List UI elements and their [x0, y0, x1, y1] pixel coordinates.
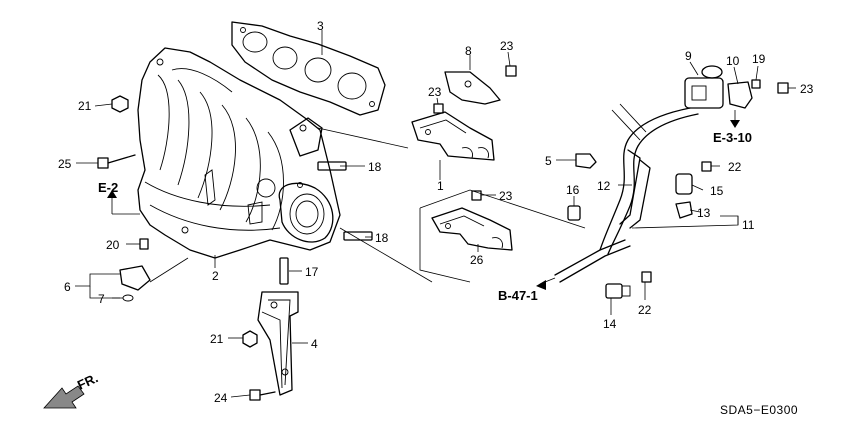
stud-17	[279, 257, 289, 285]
callout-18-lower: 18	[375, 231, 389, 245]
callout-15: 15	[710, 184, 724, 198]
clamp-13	[675, 201, 693, 219]
callout-24: 24	[214, 391, 228, 405]
bolt-23b	[505, 65, 517, 77]
bolt-19	[751, 79, 761, 89]
vacuum-hose-11	[554, 149, 651, 283]
callout-12: 12	[597, 179, 611, 193]
callout-8: 8	[465, 44, 472, 58]
bolt-22a	[701, 161, 712, 172]
callout-18-upper: 18	[368, 160, 382, 174]
callout-11: 11	[742, 218, 755, 232]
stud-18b	[343, 231, 373, 241]
manifold-gasket	[231, 21, 386, 116]
solenoid-valve	[684, 65, 724, 109]
callout-2: 2	[212, 269, 219, 283]
bolt-23c	[471, 190, 482, 201]
nut-21b	[242, 330, 258, 348]
callout-7: 7	[98, 292, 105, 306]
manifold-stay	[257, 291, 299, 396]
intake-manifold	[137, 47, 341, 259]
drawing-code: SDA5−E0300	[720, 403, 798, 417]
bolt-20	[139, 238, 149, 250]
callout-5: 5	[545, 154, 552, 168]
callout-26: 26	[470, 253, 484, 267]
callout-4: 4	[311, 337, 318, 351]
nut-21a	[111, 95, 129, 113]
fitting-16	[567, 205, 581, 221]
callout-6: 6	[64, 280, 71, 294]
leader-lines	[75, 30, 796, 398]
bracket-1	[411, 111, 495, 161]
front-direction-arrow: FR.	[43, 370, 100, 409]
callout-16: 16	[566, 183, 580, 197]
ref-e-3-10: E-3-10	[713, 130, 752, 145]
bolt-25	[97, 154, 136, 169]
arrow-b-47-1	[536, 280, 546, 290]
bracket-26	[431, 207, 513, 251]
callout-23-top: 23	[500, 39, 514, 53]
callout-10: 10	[726, 54, 740, 68]
callout-9: 9	[685, 49, 692, 63]
breather-14	[605, 283, 631, 299]
callout-numbers: 3 21 25 8 23 23 1 23 26 5 16 12 9 10 19 …	[58, 19, 814, 405]
callout-25: 25	[58, 157, 72, 171]
callout-22-upper: 22	[728, 160, 742, 174]
bolt-24	[249, 389, 276, 401]
callout-3: 3	[317, 19, 324, 33]
callout-13: 13	[697, 206, 711, 220]
ref-b-47-1: B-47-1	[498, 288, 538, 303]
callout-21-upper: 21	[78, 99, 92, 113]
callout-17: 17	[305, 265, 319, 279]
callout-20: 20	[106, 238, 120, 252]
callout-23-mid: 23	[499, 189, 513, 203]
callout-1: 1	[437, 179, 444, 193]
connector-15	[675, 173, 693, 195]
callout-22-lower: 22	[638, 303, 652, 317]
front-direction-label: FR.	[75, 370, 100, 392]
bracket-8	[444, 71, 501, 105]
valve-holder	[727, 81, 753, 109]
arrow-e-3-10	[730, 110, 740, 128]
bolt-23d	[777, 82, 789, 94]
arrow-e-2	[107, 190, 140, 215]
bolt-23a	[433, 103, 444, 114]
bolt-22b	[641, 271, 652, 283]
ref-e-2: E-2	[98, 180, 118, 195]
callout-19: 19	[752, 52, 766, 66]
callout-23-left: 23	[428, 85, 442, 99]
hose-clip-5	[575, 153, 597, 169]
callout-23-right: 23	[800, 82, 814, 96]
vacuum-hose-12	[599, 103, 699, 255]
sensor-6	[119, 265, 151, 302]
callout-21-lower: 21	[210, 332, 224, 346]
callout-14: 14	[603, 317, 617, 331]
